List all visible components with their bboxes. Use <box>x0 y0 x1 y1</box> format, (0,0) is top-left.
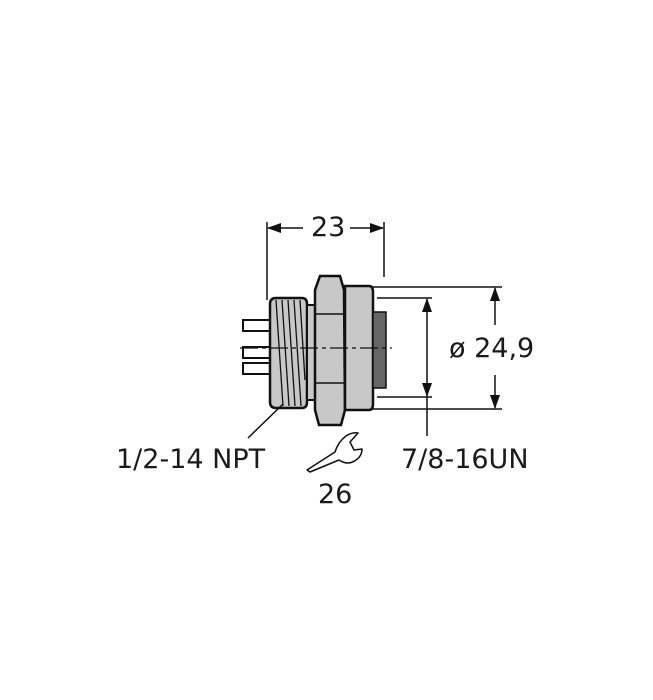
hex-nut <box>313 274 347 427</box>
wrench-icon <box>306 432 363 473</box>
contact-pins <box>242 319 272 375</box>
rear-thread-body <box>268 296 309 410</box>
length-dimension <box>266 222 385 300</box>
front-face <box>372 311 387 389</box>
diameter-dimension-label: ø 24,9 <box>449 333 535 364</box>
diameter-dimension <box>372 286 502 436</box>
length-dimension-label: 23 <box>311 212 346 243</box>
npt-leader <box>247 403 284 439</box>
rear-thread-label: 1/2-14 NPT <box>116 444 266 475</box>
front-thread-label: 7/8-16UN <box>401 444 529 475</box>
wrench-size-label: 26 <box>318 479 353 510</box>
body-cylinder <box>343 284 375 412</box>
